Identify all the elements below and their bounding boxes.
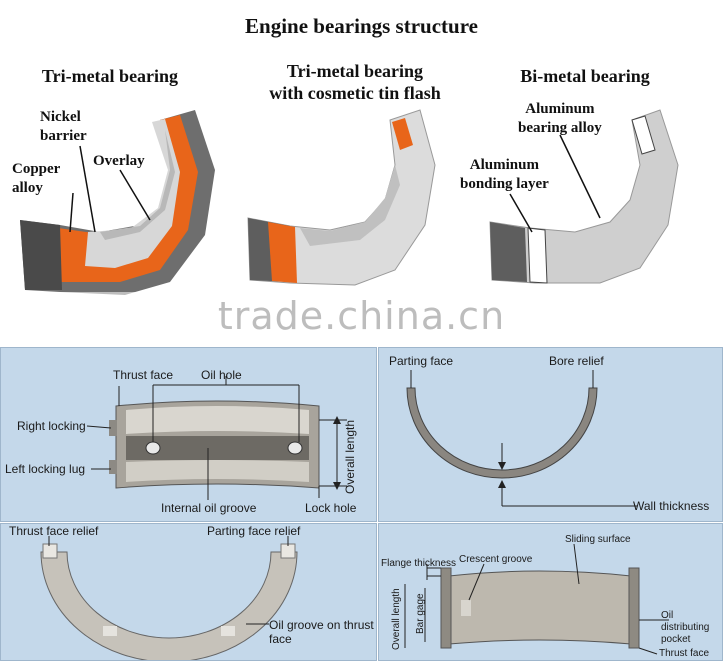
parting-face-label: Parting face	[389, 354, 454, 368]
crescent-groove-label: Crescent groove	[459, 554, 533, 565]
bearing-shell-panel: Thrust face Oil hole Right locking Left …	[0, 347, 377, 522]
lock-hole-label: Lock hole	[305, 501, 357, 515]
bearing-profile-panel: Parting face Bore relief Wall thickness	[378, 347, 723, 522]
flanged-bearing-drawing	[404, 543, 669, 655]
bearing-cross-sections	[20, 109, 679, 295]
tri-metal-tin-heading: Tri-metal bearing with cosmetic tin flas…	[269, 61, 441, 103]
internal-oil-groove-label: Internal oil groove	[161, 501, 257, 515]
tri-metal-tin-bearing-shape	[247, 109, 436, 286]
right-locking-label: Right locking	[17, 419, 86, 433]
tri-metal-heading: Tri-metal bearing	[41, 66, 179, 86]
bi-metal-bearing-shape	[489, 109, 679, 284]
oil-distributing-pocket-label: Oil distributing pocket	[661, 610, 710, 645]
wall-thickness-label: Wall thickness	[633, 499, 710, 513]
copper-alloy-label: Copper alloy	[12, 161, 61, 196]
aluminum-bearing-alloy-label: Aluminum bearing alloy	[518, 101, 602, 136]
flange-thickness-label: Flange thickness	[381, 558, 457, 569]
bearing-shell-drawing	[86, 376, 347, 500]
left-locking-lug-label: Left locking lug	[5, 462, 86, 476]
oil-hole-label: Oil hole	[201, 368, 242, 382]
thrust-bearing-drawing	[40, 536, 298, 660]
thrust-face-label-2: Thrust face	[659, 648, 710, 659]
watermark: trade.china.cn	[0, 292, 723, 340]
bore-relief-label: Bore relief	[549, 354, 604, 368]
aluminum-bonding-layer-label: Aluminum bonding layer	[460, 157, 549, 192]
overlay-label: Overlay	[93, 153, 145, 169]
bearing-profile-drawing	[406, 370, 637, 507]
flanged-bearing-panel: Flange thickness Crescent groove Sliding…	[378, 523, 723, 661]
bearing-structure-section: Engine bearings structure Tri-metal bear…	[0, 14, 723, 340]
nickel-barrier-label: Nickel barrier	[40, 109, 87, 144]
overall-length-label-2: Overall length	[391, 588, 402, 650]
sliding-surface-label: Sliding surface	[565, 534, 631, 545]
oil-groove-thrust-face-label: Oil groove on thrust face	[269, 618, 374, 646]
thrust-bearing-panel: Thrust face relief Parting face relief O…	[0, 523, 377, 661]
thrust-face-relief-label: Thrust face relief	[9, 524, 99, 538]
parting-face-relief-label: Parting face relief	[207, 524, 301, 538]
bar-gage-label: Bar gage	[415, 593, 426, 634]
tri-metal-bearing-shape	[20, 110, 215, 295]
overall-length-label: Overall length	[343, 419, 357, 494]
bi-metal-heading: Bi-metal bearing	[520, 66, 650, 86]
thrust-face-label: Thrust face	[113, 368, 174, 382]
diagram-title: Engine bearings structure	[245, 14, 478, 38]
